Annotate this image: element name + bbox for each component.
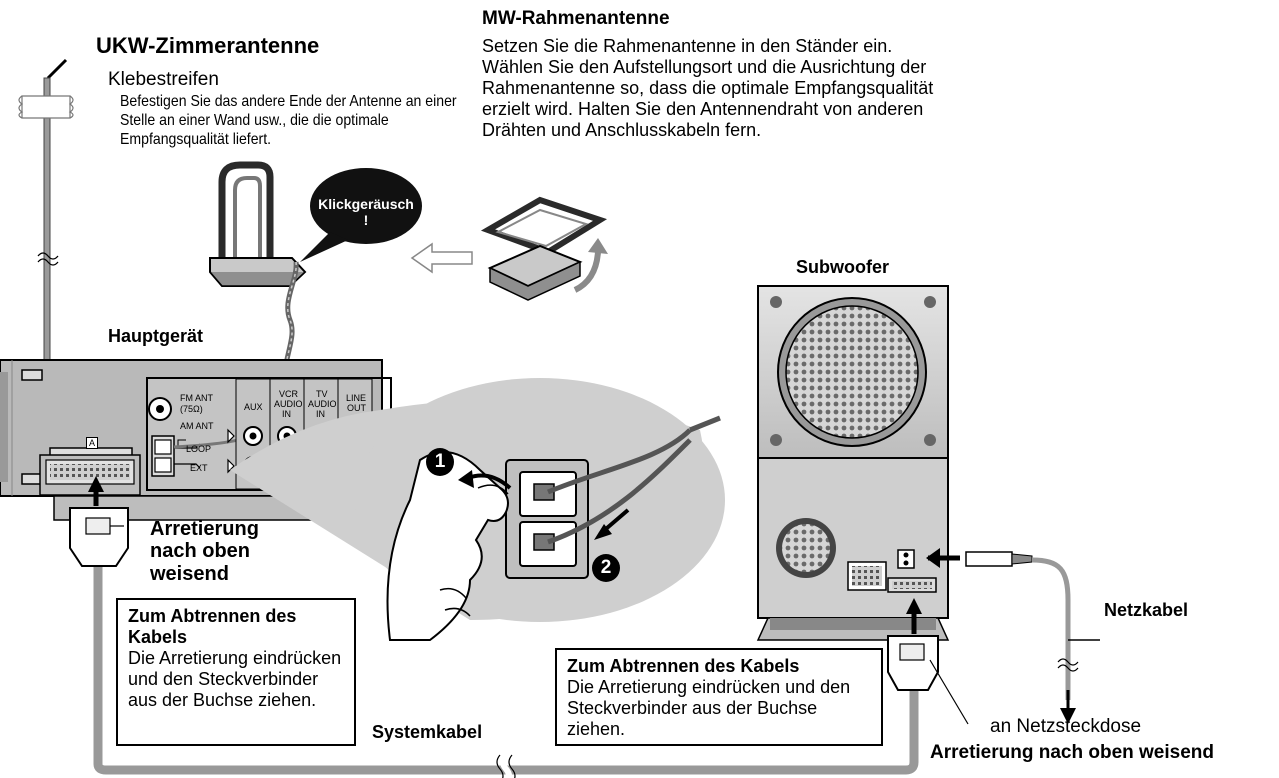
fm-ohm-label: (75Ω) xyxy=(180,404,203,414)
disconnect-right-title: Zum Abtrennen des Kabels xyxy=(567,656,800,676)
system-cable xyxy=(93,560,919,778)
assembly-arrow xyxy=(410,242,473,274)
disconnect-left-title: Zum Abtrennen des Kabels xyxy=(128,606,297,648)
system-plug-left xyxy=(69,476,129,567)
am-loop-antenna xyxy=(209,161,307,393)
lock-up-label-left: Arretierung nach oben weisend xyxy=(150,518,259,585)
tv-label-2: AUDIO xyxy=(308,399,337,409)
step-1-badge: 1 xyxy=(434,451,446,472)
step-arrows xyxy=(458,470,630,540)
subwoofer-title: Subwoofer xyxy=(796,257,889,277)
subwoofer-unit xyxy=(756,285,950,641)
aux-label: AUX xyxy=(244,402,263,412)
vcr-label-2: AUDIO xyxy=(274,399,303,409)
tv-label-3: IN xyxy=(316,409,325,419)
adhesive-tape xyxy=(18,95,74,119)
system-cable-label: Systemkabel xyxy=(372,722,483,742)
am-antenna-title: MW-Rahmenantenne xyxy=(482,8,670,29)
disconnect-left-text: Die Arretierung eindrücken und den Steck… xyxy=(128,648,342,711)
step-2-badge: 2 xyxy=(600,557,612,578)
outlet-label: an Netzsteckdose xyxy=(990,716,1142,737)
fm-antenna-title: UKW-Zimmerantenne xyxy=(96,33,320,58)
vcr-label-3: IN xyxy=(282,409,291,419)
vcr-label-1: VCR xyxy=(279,389,299,399)
loop-antenna-parts xyxy=(480,196,608,301)
main-unit-title: Hauptgerät xyxy=(108,326,204,346)
step-badges xyxy=(426,448,620,582)
adhesive-tape-instructions: Befestigen Sie das andere Ende der Anten… xyxy=(120,93,457,148)
disconnect-right-text: Die Arretierung eindrücken und den Steck… xyxy=(567,677,851,740)
power-cable-label: Netzkabel xyxy=(1104,600,1189,620)
lock-up-label-right: Arretierung nach oben weisend xyxy=(930,742,1214,763)
hand-pressing xyxy=(386,451,509,641)
line-label-1: LINE xyxy=(346,393,367,403)
tv-label-1: TV xyxy=(316,389,328,399)
am-antenna-instructions: Setzen Sie die Rahmenantenne in den Stän… xyxy=(482,36,934,141)
adhesive-tape-label: Klebestreifen xyxy=(108,69,219,90)
terminal-closeup xyxy=(505,415,721,579)
click-sound-label: Klickgeräusch ! xyxy=(318,196,414,228)
ext-label: EXT xyxy=(190,463,208,473)
loop-label: LOOP xyxy=(186,444,212,454)
disconnect-instructions-right: Zum Abtrennen des Kabels Die Arretierung… xyxy=(555,648,883,746)
port-a-label: A xyxy=(86,437,99,450)
line-label-2: OUT xyxy=(347,403,366,413)
fm-ant-label: FM ANT xyxy=(180,393,213,403)
click-sound-bubble xyxy=(300,168,422,262)
disconnect-instructions-left: Zum Abtrennen des Kabels Die Arretierung… xyxy=(116,598,356,746)
system-plug-right xyxy=(887,598,969,725)
power-cable xyxy=(926,548,1100,724)
am-ant-label: AM ANT xyxy=(180,421,214,431)
